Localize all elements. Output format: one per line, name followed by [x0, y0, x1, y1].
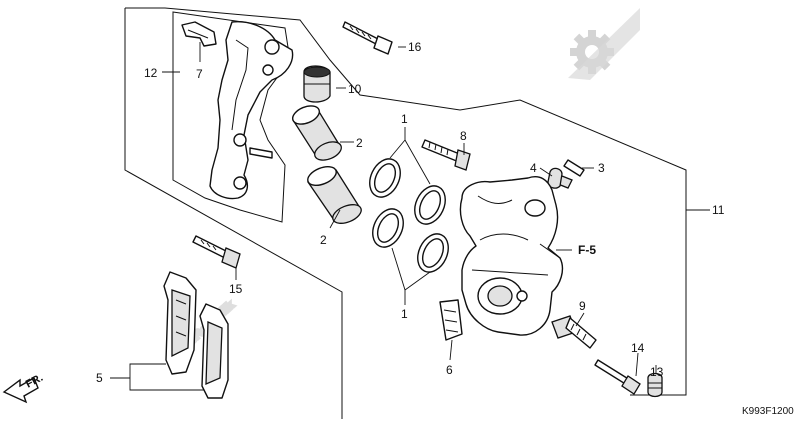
cap-13: [647, 372, 663, 398]
callout-5: 5: [96, 371, 103, 385]
callout-16: 16: [408, 40, 422, 54]
callout-1-upper: 1: [401, 112, 408, 126]
slide-pin-8: [421, 139, 471, 171]
callout-8: 8: [460, 129, 467, 143]
direction-label: FR.: [24, 372, 45, 391]
front-direction-arrow: FR.: [2, 372, 45, 404]
bolt-14: [594, 359, 641, 395]
callout-13: 13: [650, 365, 664, 379]
piston-2-upper: [291, 105, 342, 161]
slide-pin-9: [551, 315, 597, 349]
callout-7: 7: [196, 67, 203, 81]
bleeder-cap-10: [303, 65, 331, 103]
callout-6: 6: [446, 363, 453, 377]
callout-2-upper: 2: [356, 136, 363, 150]
leader-lines: [110, 42, 710, 391]
caliper-body: [459, 176, 564, 336]
callout-3: 3: [598, 161, 605, 175]
callout-9: 9: [579, 299, 586, 313]
bolt-16: [342, 21, 393, 55]
callout-15: 15: [229, 282, 243, 296]
diagram-code: K993F1200: [742, 406, 794, 417]
piston-2-lower: [307, 165, 362, 224]
callout-10: 10: [348, 82, 362, 96]
brake-pads-5: [163, 271, 229, 399]
seal-rings-1: [369, 158, 449, 273]
callout-12: 12: [144, 66, 158, 80]
callout-4: 4: [530, 161, 537, 175]
pad-spring-6: [439, 299, 463, 341]
callout-1-lower: 1: [401, 307, 408, 321]
ref-label-f5: F-5: [578, 243, 596, 257]
callout-14: 14: [631, 341, 645, 355]
callout-11: 11: [712, 203, 725, 217]
bolt-15: [192, 235, 241, 269]
assembly-outline: [124, 7, 687, 419]
callout-2-lower: 2: [320, 233, 327, 247]
pad-spring-7: [181, 21, 217, 47]
caliper-bracket-12: [209, 21, 294, 200]
